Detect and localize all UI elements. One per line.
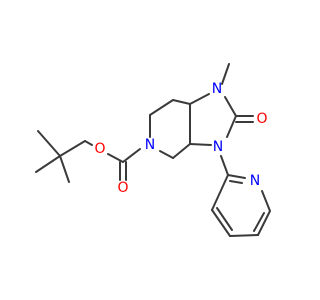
bond <box>211 174 229 211</box>
bond <box>253 212 265 232</box>
bond <box>220 155 229 176</box>
atom-label-nitrogen: N <box>212 81 222 97</box>
bond <box>257 210 271 236</box>
atom-label-nitrogen: N <box>213 139 223 155</box>
bond <box>211 209 231 237</box>
bond <box>261 190 271 212</box>
bond <box>227 174 246 179</box>
bond <box>189 143 212 146</box>
bond <box>59 155 70 183</box>
bond <box>229 234 259 237</box>
bond <box>172 99 191 105</box>
bond <box>229 180 243 184</box>
bond <box>35 155 61 173</box>
piperidine-ring <box>149 99 191 159</box>
atom-labels: O O N N N O N <box>94 81 267 196</box>
bond <box>122 148 141 163</box>
bond <box>149 99 174 116</box>
tert-butyl-group <box>35 130 86 183</box>
bond <box>189 93 210 105</box>
pyridine-ring <box>211 155 271 237</box>
imidazolidinone-ring <box>189 63 254 146</box>
bond <box>59 140 86 157</box>
carbamate-group <box>84 140 141 181</box>
atom-label-nitrogen: N <box>250 173 260 189</box>
bond <box>37 130 61 157</box>
bond <box>224 96 237 117</box>
bond <box>84 140 93 146</box>
bond <box>159 150 174 159</box>
bond <box>216 207 233 231</box>
atom-label-oxygen: O <box>256 111 267 127</box>
atom-label-nitrogen: N <box>145 137 155 153</box>
bond <box>221 63 230 85</box>
atom-label-oxygen: O <box>117 180 128 196</box>
chemical-structure: O O N N N O N <box>35 63 271 237</box>
atom-label-oxygen: O <box>94 141 105 157</box>
bond <box>226 115 237 138</box>
bond <box>172 143 191 159</box>
bond <box>107 153 124 163</box>
